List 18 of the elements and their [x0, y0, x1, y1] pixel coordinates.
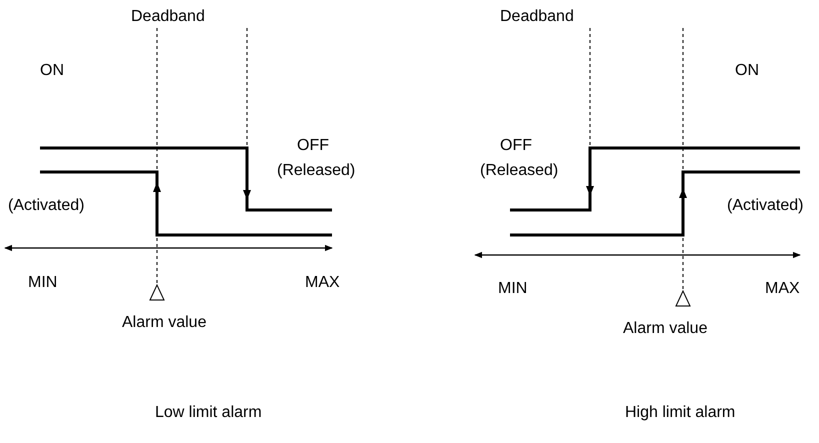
state-label: ON: [40, 62, 64, 80]
alarm-value-label: Alarm value: [623, 320, 708, 338]
state-label: (Activated): [727, 197, 804, 215]
axis-label: MAX: [765, 280, 800, 298]
state-label: ON: [735, 62, 759, 80]
state-label: (Activated): [8, 197, 84, 215]
deadband-label: Deadband: [500, 8, 574, 26]
axis-label: MIN: [498, 280, 528, 298]
chart-caption: Low limit alarm: [155, 404, 262, 422]
alarm-value-label: Alarm value: [122, 314, 206, 332]
deadband-label: Deadband: [131, 8, 205, 26]
state-label: OFF: [500, 137, 532, 155]
state-label: (Released): [480, 162, 558, 180]
axis-label: MIN: [28, 274, 58, 292]
axis-label: MAX: [305, 274, 340, 292]
state-label: (Released): [277, 162, 356, 180]
chart-caption: High limit alarm: [625, 404, 736, 422]
state-label: OFF: [297, 137, 329, 155]
